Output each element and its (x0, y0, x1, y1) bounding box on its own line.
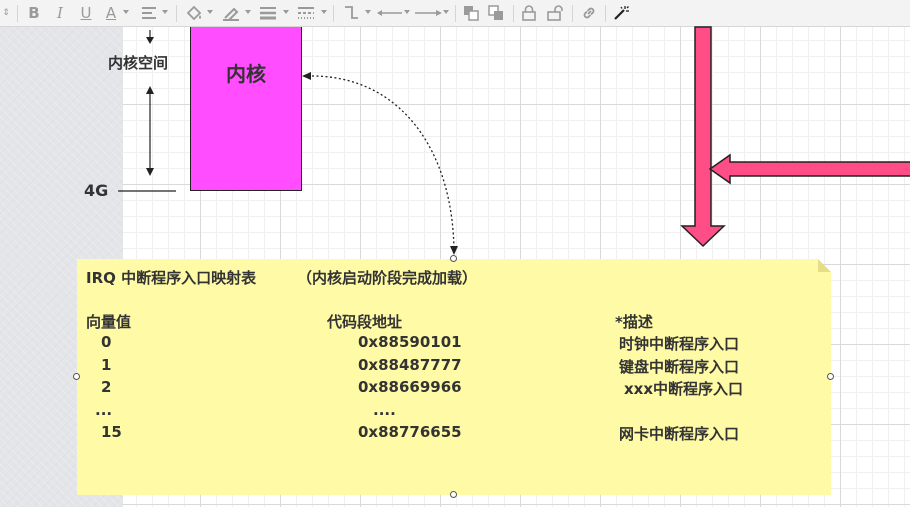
fill-color-icon[interactable] (184, 3, 204, 23)
font-color-button[interactable]: A (105, 4, 117, 22)
line-color-dropdown-icon[interactable] (245, 10, 251, 14)
pink-left-arrow[interactable] (708, 153, 910, 185)
row-address: 0x88590101 (358, 333, 462, 351)
toolbar-separator (513, 5, 514, 22)
resize-handle-left[interactable] (73, 373, 80, 380)
row-vector: ... (95, 401, 113, 419)
resize-handle-right[interactable] (827, 373, 834, 380)
kernel-label: 内核 (226, 62, 266, 86)
toolbar-separator (176, 5, 177, 22)
toolbar-separator (455, 5, 456, 22)
arrow-start-dropdown-icon[interactable] (404, 10, 410, 14)
line-color-icon[interactable] (221, 3, 241, 23)
dotted-connector[interactable] (311, 75, 455, 255)
dotted-connector-head-left (302, 72, 311, 80)
arrow-end-dropdown-icon[interactable] (443, 10, 449, 14)
italic-button[interactable]: I (57, 4, 63, 22)
row-address: 0x88669966 (358, 378, 462, 396)
kernel-space-label: 内核空间 (108, 54, 169, 72)
resize-handle-top[interactable] (450, 255, 457, 262)
line-width-dropdown-icon[interactable] (283, 10, 289, 14)
header-address: 代码段地址 (327, 313, 403, 331)
connector-icon[interactable] (341, 3, 361, 23)
resize-handle-bottom[interactable] (450, 491, 457, 498)
address-4g-label: 4G (84, 181, 109, 200)
row-address: .... (373, 401, 396, 419)
toolbar-scroll-icon[interactable]: ⇕ (2, 8, 10, 18)
note-background[interactable] (77, 259, 831, 495)
connector-dropdown-icon[interactable] (365, 10, 371, 14)
line-style-dropdown-icon[interactable] (321, 10, 327, 14)
toolbar-separator (605, 5, 606, 22)
note-fold (818, 259, 831, 272)
dotted-connector-head-bottom (450, 246, 458, 255)
kernel-box[interactable] (190, 27, 302, 191)
line-style-icon[interactable] (296, 3, 316, 23)
row-vector: 1 (101, 356, 112, 374)
header-description: *描述 (615, 313, 653, 331)
fill-dropdown-icon[interactable] (207, 10, 213, 14)
line-width-icon[interactable] (258, 3, 278, 23)
underline-button[interactable]: U (80, 4, 92, 22)
row-vector: 15 (101, 423, 122, 441)
row-address: 0x88487777 (358, 356, 462, 374)
toolbar-separator (572, 5, 573, 22)
row-description: 时钟中断程序入口 (619, 335, 740, 353)
row-vector: 2 (101, 378, 112, 396)
magic-wand-icon[interactable] (611, 3, 631, 23)
note-title: IRQ 中断程序入口映射表 (86, 269, 257, 287)
row-vector: 0 (101, 333, 112, 351)
pink-down-arrow[interactable] (680, 26, 726, 248)
font-color-dropdown-icon[interactable] (123, 10, 129, 14)
header-vector: 向量值 (86, 313, 132, 331)
note-subtitle: （内核启动阶段完成加载） (297, 269, 478, 287)
arrow-end-icon[interactable] (413, 3, 443, 23)
top-arrow-head (146, 37, 154, 44)
row-address: 0x88776655 (358, 423, 462, 441)
unlock-icon[interactable] (545, 3, 565, 23)
bring-front-icon[interactable] (461, 3, 481, 23)
link-icon[interactable] (579, 3, 599, 23)
irq-note: IRQ 中断程序入口映射表 （内核启动阶段完成加载） 向量值 代码段地址 *描述… (77, 259, 831, 495)
row-description: 键盘中断程序入口 (619, 358, 740, 376)
row-description: xxx中断程序入口 (624, 380, 744, 398)
send-back-icon[interactable] (486, 3, 506, 23)
align-icon[interactable] (139, 3, 159, 23)
bold-button[interactable]: B (28, 4, 40, 22)
toolbar: ⇕ B I U A (0, 0, 910, 27)
toolbar-separator (17, 5, 18, 22)
align-dropdown-icon[interactable] (162, 10, 168, 14)
arrow-start-icon[interactable] (376, 3, 404, 23)
toolbar-separator (333, 5, 334, 22)
lock-icon[interactable] (519, 3, 539, 23)
row-description: 网卡中断程序入口 (619, 425, 740, 443)
